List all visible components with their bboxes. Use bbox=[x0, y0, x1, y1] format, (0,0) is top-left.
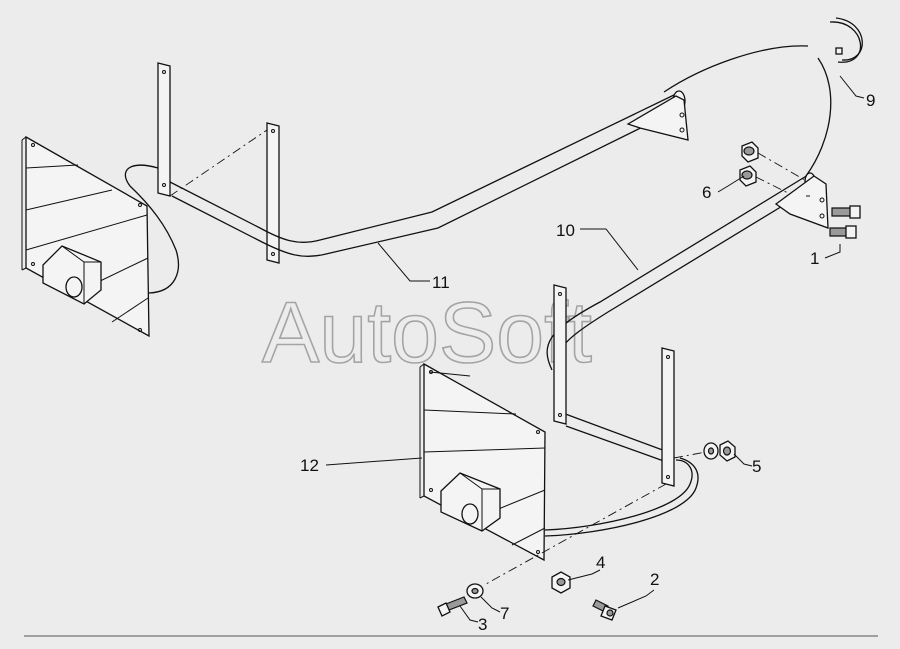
callout-9: 9 bbox=[866, 91, 875, 110]
nut-part-6-upper bbox=[741, 141, 759, 163]
nut-part-5 bbox=[719, 440, 736, 462]
bolt-part-2 bbox=[592, 599, 617, 621]
bracket-lower-left bbox=[553, 284, 567, 425]
cable-upper bbox=[663, 45, 809, 93]
callout-5: 5 bbox=[752, 457, 761, 476]
nut-part-6-lower bbox=[739, 165, 757, 187]
bracket-upper-left bbox=[157, 62, 171, 197]
callout-6: 6 bbox=[702, 183, 711, 202]
washer-part-5 bbox=[703, 442, 719, 460]
callout-7: 7 bbox=[500, 604, 509, 623]
clip-part-9 bbox=[829, 17, 863, 63]
warning-plate-lower bbox=[419, 362, 546, 562]
nut-part-4 bbox=[551, 571, 571, 594]
callout-1: 1 bbox=[810, 249, 819, 268]
washer-part-7 bbox=[466, 583, 484, 599]
warning-plate-left bbox=[21, 135, 150, 338]
callout-11: 11 bbox=[432, 273, 450, 292]
callout-2: 2 bbox=[650, 570, 659, 589]
bolt-part-3 bbox=[437, 596, 468, 617]
bracket-upper-right bbox=[266, 122, 280, 264]
cable-lower bbox=[544, 459, 693, 531]
bolt-part-1-upper bbox=[831, 205, 861, 219]
leader-lines bbox=[325, 75, 865, 623]
callout-12: 12 bbox=[300, 456, 319, 475]
bracket-lower-right bbox=[661, 347, 675, 487]
callout-10: 10 bbox=[556, 221, 575, 240]
callout-4: 4 bbox=[596, 553, 605, 572]
tube-11 bbox=[169, 90, 689, 257]
bolt-part-1-lower bbox=[829, 225, 857, 239]
cable-loop bbox=[805, 57, 832, 177]
callout-3: 3 bbox=[478, 615, 487, 634]
cable-left bbox=[124, 164, 180, 294]
